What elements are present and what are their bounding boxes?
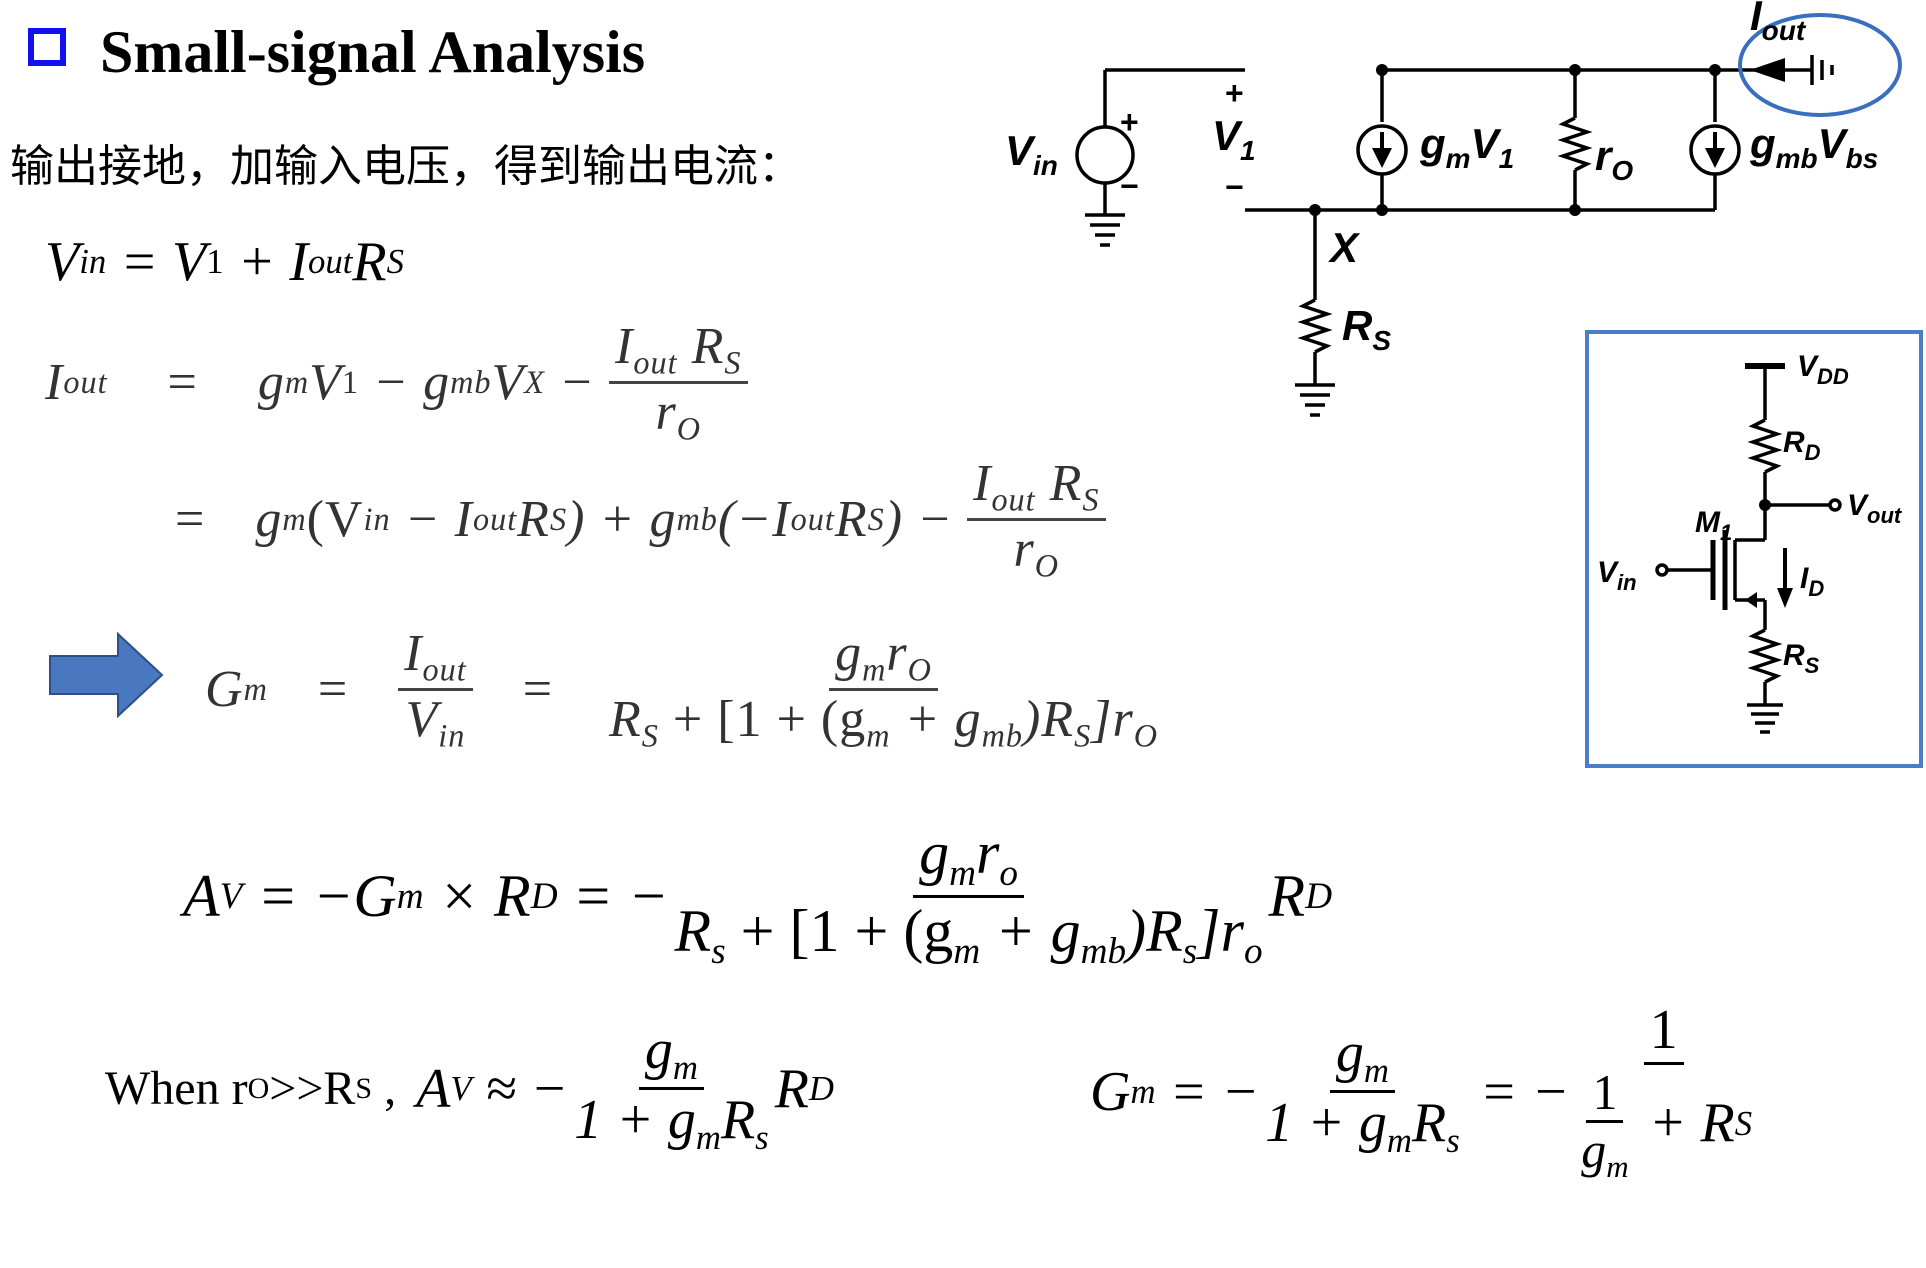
iout-label: Iout xyxy=(1750,0,1807,46)
svg-text:RD: RD xyxy=(1783,426,1821,465)
title-checkbox-icon xyxy=(28,28,66,66)
schematic-frame xyxy=(1585,330,1923,768)
svg-text:VDD: VDD xyxy=(1797,350,1849,389)
ro-label: rO xyxy=(1595,132,1633,186)
rs-label: RS xyxy=(1342,302,1391,356)
gm-v1-label: gmV1 xyxy=(1419,120,1514,174)
svg-text:ID: ID xyxy=(1800,562,1824,601)
gmb-vbs-label: gmbVbs xyxy=(1749,120,1878,174)
svg-text:−: − xyxy=(1120,168,1139,204)
svg-text:RS: RS xyxy=(1783,639,1820,678)
svg-text:+: + xyxy=(1120,104,1139,140)
small-signal-circuit: Vin + − + V1 − gmV1 rO gmbVbs Iout X RS xyxy=(1005,0,1902,417)
svg-text:M1: M1 xyxy=(1695,506,1732,545)
node-x-label: X xyxy=(1328,224,1361,271)
id-arrow-icon xyxy=(1777,588,1793,608)
vin-label: Vin xyxy=(1005,127,1058,181)
v1-label: V1 xyxy=(1212,112,1256,166)
implies-arrow-icon xyxy=(49,632,164,718)
svg-text:+: + xyxy=(1225,75,1244,111)
intro-text: 输出接地，加输入电压，得到输出电流： xyxy=(10,141,802,192)
page-title: Small-signal Analysis xyxy=(100,19,646,85)
iout-arrow-icon xyxy=(1750,58,1785,82)
svg-text:−: − xyxy=(1225,169,1244,205)
svg-text:Vout: Vout xyxy=(1847,489,1903,528)
svg-text:Vin: Vin xyxy=(1597,556,1637,595)
cs-degenerated-schematic: VDD RD Vout M1 Vin ID RS xyxy=(1585,330,1923,768)
iout-highlight xyxy=(1738,13,1902,117)
